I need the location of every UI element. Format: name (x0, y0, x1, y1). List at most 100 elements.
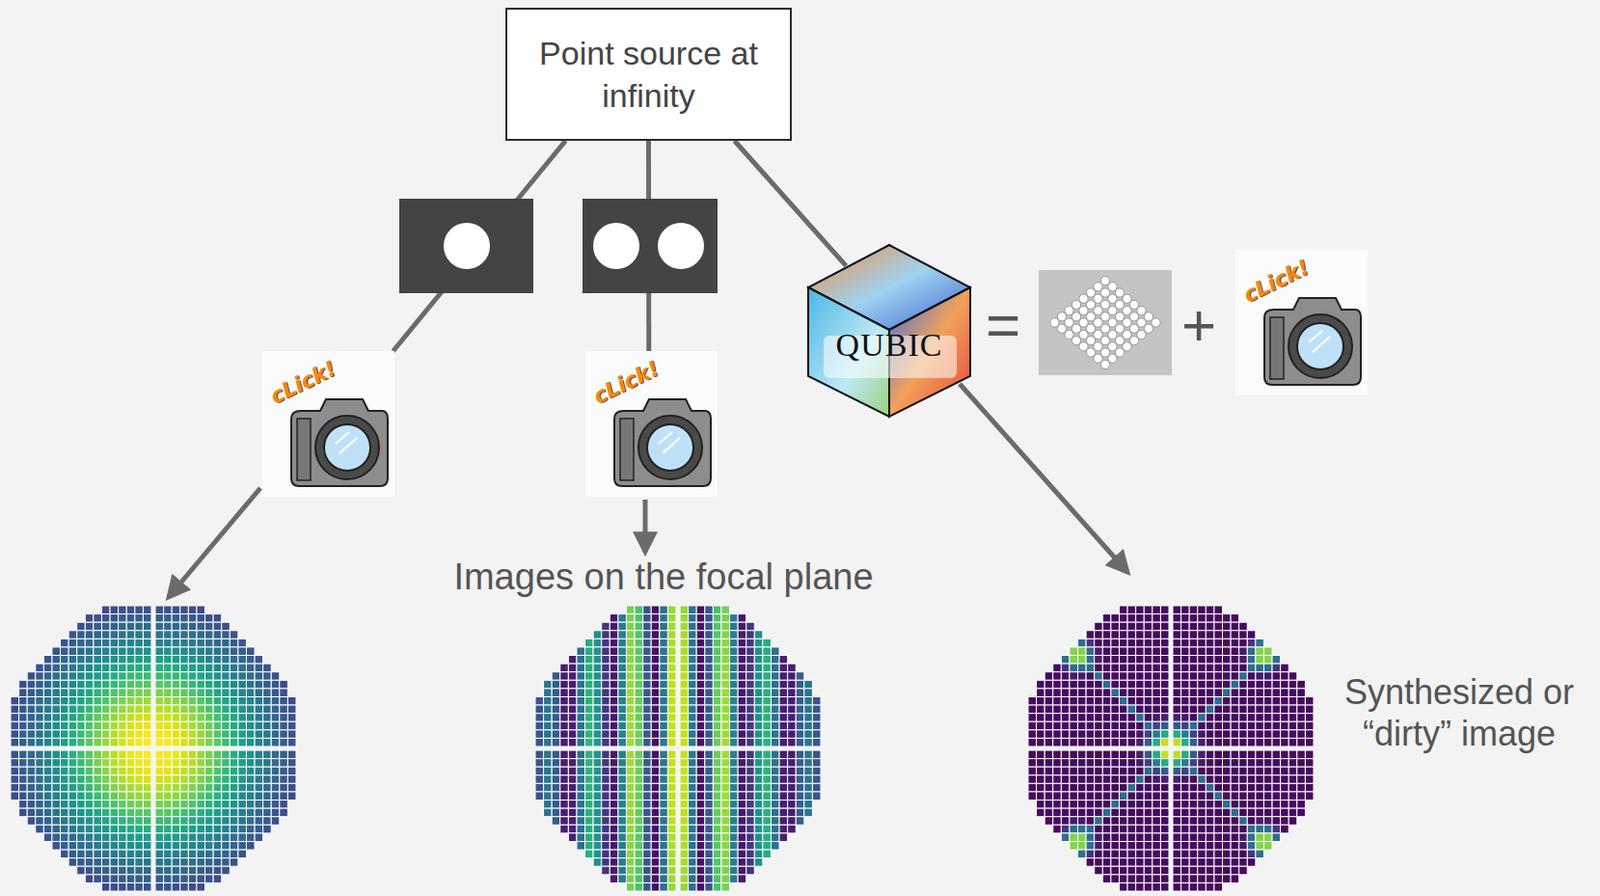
detector-pixel (667, 663, 677, 673)
detector-pixel (77, 737, 86, 747)
detector-pixel (696, 630, 706, 640)
detector-pixel (650, 614, 660, 624)
detector-pixel (721, 672, 731, 681)
detector-pixel (560, 750, 570, 760)
detector-pixel (229, 679, 239, 689)
detector-pixel (1053, 696, 1062, 706)
detector-pixel (625, 858, 635, 868)
detector-pixel (696, 688, 706, 698)
detector-pixel (229, 800, 239, 810)
detector-pixel (737, 705, 747, 714)
detector-pixel (585, 647, 595, 656)
horn-aperture (1108, 294, 1117, 303)
detector-pixel (35, 737, 45, 747)
detector-pixel (688, 655, 698, 665)
detector-pixel (696, 638, 706, 648)
detector-pixel (795, 679, 805, 689)
detector-pixel (643, 750, 652, 760)
detector-pixel (77, 688, 86, 698)
detector-pixel (118, 705, 128, 714)
detector-pixel (618, 655, 627, 665)
detector-pixel (84, 672, 94, 681)
detector-pixel (609, 737, 619, 747)
detector-pixel (163, 672, 173, 681)
detector-pixel (787, 766, 797, 776)
horn-aperture (1093, 342, 1103, 352)
detector-pixel (625, 791, 635, 801)
detector-pixel (667, 688, 677, 698)
detector-pixel (609, 766, 619, 776)
detector-pixel (35, 791, 45, 801)
horn-aperture (1108, 329, 1117, 339)
detector-pixel (812, 713, 821, 723)
horn-aperture (1071, 336, 1081, 346)
detector-pixel (543, 775, 553, 785)
detector-pixel (650, 866, 660, 875)
detector-pixel (101, 833, 110, 842)
detector-pixel (68, 713, 78, 723)
detector-pixel (754, 849, 763, 859)
detector-pixel (263, 791, 272, 801)
detector-pixel (163, 605, 173, 615)
detector-pixel (667, 766, 677, 776)
horn-aperture (1137, 306, 1146, 316)
detector-pixel (667, 630, 677, 640)
detector-pixel (196, 672, 206, 681)
detector-pixel (238, 849, 247, 859)
detector-pixel (659, 672, 669, 681)
detector-pixel (650, 874, 660, 884)
detector-pixel (118, 840, 128, 850)
detector-pixel (109, 759, 119, 768)
detector-pixel (721, 849, 731, 859)
detector-pixel (155, 824, 164, 834)
detector-pixel (126, 816, 136, 826)
detector-pixel (551, 713, 561, 723)
detector-pixel (688, 705, 698, 714)
detector-pixel (10, 737, 20, 747)
detector-pixel (263, 783, 272, 792)
detector-pixel (643, 824, 652, 834)
detector-pixel (746, 737, 756, 747)
detector-pixel (180, 866, 190, 875)
detector-pixel (593, 721, 602, 731)
detector-pixel (135, 882, 144, 892)
detector-pixel (601, 824, 611, 834)
detector-pixel (52, 737, 61, 747)
detector-pixel (795, 721, 805, 731)
detector-pixel (560, 800, 570, 810)
detector-pixel (560, 824, 570, 834)
detector-pixel (659, 833, 669, 842)
detector-pixel (625, 730, 635, 739)
detector-pixel (585, 655, 595, 665)
detector-pixel (1053, 783, 1062, 792)
detector-pixel (650, 696, 660, 706)
detector-pixel (279, 759, 289, 768)
detector-pixel (35, 824, 45, 834)
detector-pixel (196, 766, 206, 776)
detector-pixel (180, 816, 190, 826)
detector-pixel (279, 688, 289, 698)
detector-pixel (712, 791, 722, 801)
detector-pixel (762, 766, 772, 776)
detector-pixel (730, 824, 739, 834)
detector-pixel (625, 800, 635, 810)
detector-pixel (688, 737, 698, 747)
detector-pixel (1053, 737, 1062, 747)
detector-pixel (609, 808, 619, 817)
detector-pixel (659, 737, 669, 747)
detector-pixel (155, 849, 164, 859)
detector-pixel (135, 730, 144, 739)
detector-pixel (171, 840, 181, 850)
detector-pixel (609, 874, 619, 884)
detector-pixel (1053, 663, 1062, 673)
detector-pixel (609, 750, 619, 760)
horn-aperture (1079, 306, 1088, 316)
detector-pixel (551, 800, 561, 810)
detector-pixel (180, 605, 190, 615)
detector-pixel (126, 696, 136, 706)
detector-pixel (543, 791, 553, 801)
detector-pixel (643, 808, 652, 817)
detector-pixel (601, 783, 611, 792)
detector-pixel (196, 866, 206, 875)
